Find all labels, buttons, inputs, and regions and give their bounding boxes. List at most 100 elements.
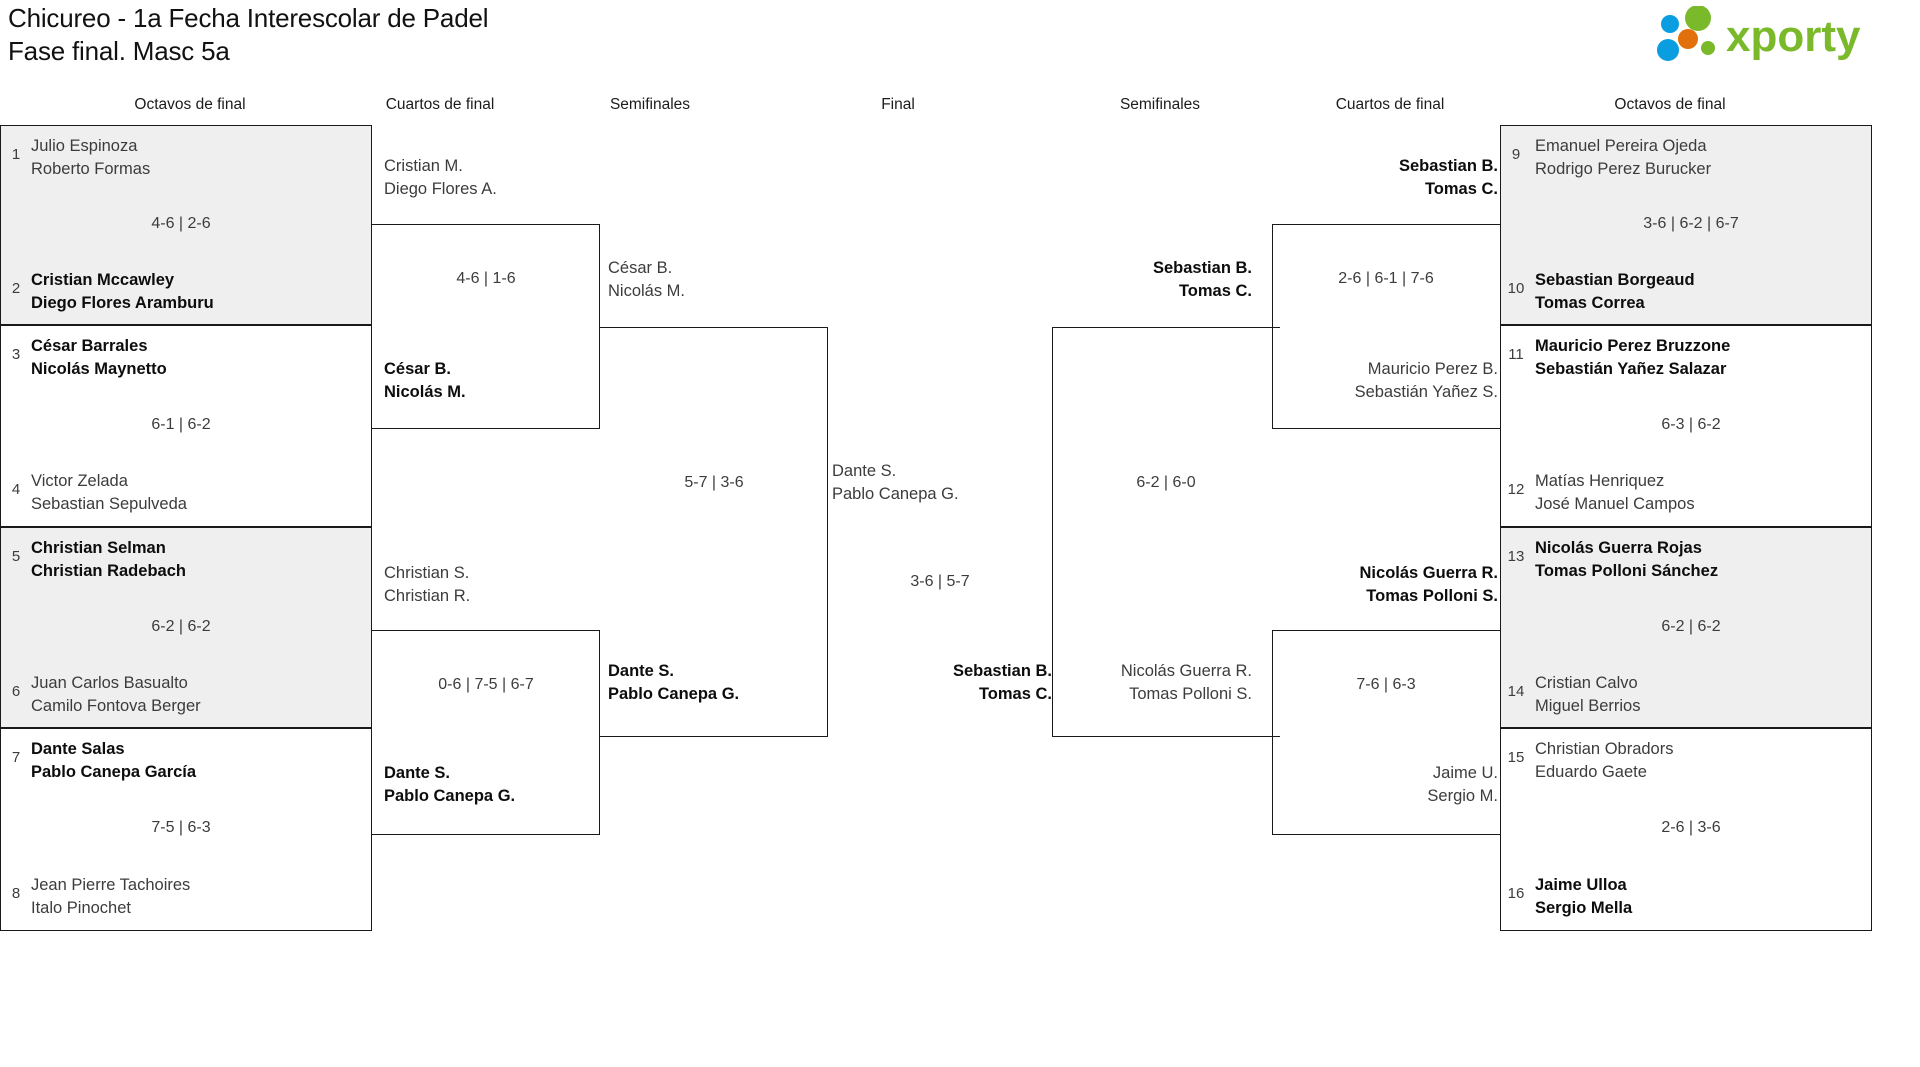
match-box-9[interactable]: 9 Emanuel Pereira Ojeda Rodrigo Perez Bu… — [1500, 125, 1872, 325]
seed-number: 6 — [11, 683, 21, 700]
team-player-2: Rodrigo Perez Burucker — [1535, 160, 1712, 178]
page-title: Chicureo - 1a Fecha Interescolar de Pade… — [8, 2, 488, 68]
team-player-2: Pablo Canepa García — [31, 763, 197, 781]
sf-left-score: 5-7 | 3-6 — [684, 474, 744, 491]
match-box-1[interactable]: 1 Julio Espinoza Roberto Formas 4-6 | 2-… — [0, 125, 372, 325]
qf-right-2-connector[interactable] — [1272, 630, 1500, 835]
match-score: 3-6 | 6-2 | 6-7 — [1643, 215, 1739, 232]
seed-number: 10 — [1507, 280, 1525, 297]
match-box-15[interactable]: 15 Christian Obradors Eduardo Gaete 2-6 … — [1500, 728, 1872, 931]
qf-right-1-team-b-player-2: Sebastián Yañez S. — [1354, 383, 1498, 401]
tournament-name: Chicureo - 1a Fecha Interescolar de Pade… — [8, 3, 489, 33]
sf-left-team-b-player-2: Pablo Canepa G. — [608, 685, 740, 703]
qf-left-1-team-a-player-1: Cristian M. — [384, 157, 463, 175]
team-player-2: Tomas Correa — [1535, 294, 1645, 312]
sf-left-team-a-player-1: César B. — [608, 259, 673, 277]
round-header-left-r16: Octavos de final — [134, 96, 246, 113]
match-score: 7-5 | 6-3 — [151, 819, 211, 836]
team-player-1: Jaime Ulloa — [1535, 876, 1627, 894]
team-player-2: Camilo Fontova Berger — [31, 697, 201, 715]
final-team-b-player-1: Sebastian B. — [952, 662, 1052, 680]
round-header-right-r16: Octavos de final — [1614, 96, 1726, 113]
match-box-4[interactable]: 7 Dante Salas Pablo Canepa García 7-5 | … — [0, 728, 372, 931]
qf-left-2-team-a-player-2: Christian R. — [384, 587, 471, 605]
seed-number: 11 — [1508, 346, 1524, 363]
team-player-1: Jean Pierre Tachoires — [31, 876, 191, 894]
sf-left-team-b-player-1: Dante S. — [608, 662, 675, 680]
team-player-1: Mauricio Perez Bruzzone — [1535, 337, 1731, 355]
final-team-a-player-1: Dante S. — [832, 462, 897, 480]
team-player-1: Christian Obradors — [1535, 740, 1674, 758]
svg-text:xporty: xporty — [1726, 12, 1861, 61]
qf-left-2-team-b-player-1: Dante S. — [384, 764, 451, 782]
xporty-logo[interactable]: xporty — [1652, 6, 1902, 64]
match-score: 4-6 | 2-6 — [151, 215, 211, 232]
seed-number: 8 — [11, 885, 21, 902]
team-player-1: Christian Selman — [31, 539, 166, 557]
seed-number: 12 — [1507, 481, 1525, 498]
qf-right-1-team-b-player-1: Mauricio Perez B. — [1367, 360, 1498, 378]
team-player-1: Juan Carlos Basualto — [31, 674, 188, 692]
match-box-3[interactable]: 5 Christian Selman Christian Radebach 6-… — [0, 527, 372, 728]
team-player-2: Italo Pinochet — [31, 899, 131, 917]
team-player-2: Eduardo Gaete — [1535, 763, 1647, 781]
seed-number: 16 — [1507, 885, 1525, 902]
match-box-13[interactable]: 13 Nicolás Guerra Rojas Tomas Polloni Sá… — [1500, 527, 1872, 728]
sf-left-connector[interactable] — [600, 327, 828, 737]
seed-number: 3 — [11, 346, 21, 363]
sf-right-team-b-player-1: Nicolás Guerra R. — [1120, 662, 1252, 680]
match-box-2[interactable]: 3 César Barrales Nicolás Maynetto 6-1 | … — [0, 325, 372, 527]
sf-right-team-b-player-2: Tomas Polloni S. — [1129, 685, 1252, 703]
round-header-left-sf: Semifinales — [609, 96, 691, 113]
qf-left-1-team-b-player-2: Nicolás M. — [384, 383, 466, 401]
qf-left-2-connector[interactable] — [372, 630, 600, 835]
seed-number: 5 — [11, 548, 21, 565]
seed-number: 7 — [11, 749, 21, 766]
qf-left-1-team-b-player-1: César B. — [384, 360, 451, 378]
qf-left-1-team-a-player-2: Diego Flores A. — [384, 180, 497, 198]
team-player-2: Roberto Formas — [31, 160, 151, 178]
sf-left-team-a-player-2: Nicolás M. — [608, 282, 686, 300]
qf-left-2-team-a-player-1: Christian S. — [384, 564, 470, 582]
tournament-phase: Fase final. Masc 5a — [8, 36, 230, 66]
match-box-11[interactable]: 11 Mauricio Perez Bruzzone Sebastián Yañ… — [1500, 325, 1872, 527]
team-player-1: Cristian Mccawley — [31, 271, 175, 289]
round-header-right-sf: Semifinales — [1119, 96, 1201, 113]
qf-right-2-team-a-player-1: Nicolás Guerra R. — [1359, 564, 1498, 582]
qf-right-1-team-a-player-2: Tomas C. — [1424, 180, 1498, 198]
final-team-b-player-2: Tomas C. — [978, 685, 1052, 703]
sf-right-score: 6-2 | 6-0 — [1136, 474, 1196, 491]
seed-number: 15 — [1507, 749, 1525, 766]
team-player-1: Julio Espinoza — [31, 137, 138, 155]
seed-number: 9 — [1511, 146, 1521, 163]
team-player-2: Tomas Polloni Sánchez — [1535, 562, 1719, 580]
qf-left-1-connector[interactable] — [372, 224, 600, 429]
final-team-a-player-2: Pablo Canepa G. — [832, 485, 959, 503]
seed-number: 4 — [11, 481, 21, 498]
round-header-left-qf: Cuartos de final — [385, 96, 495, 113]
final-score: 3-6 | 5-7 — [910, 573, 970, 590]
match-score: 6-3 | 6-2 — [1661, 416, 1721, 433]
match-score: 2-6 | 3-6 — [1661, 819, 1721, 836]
team-player-2: Miguel Berrios — [1535, 697, 1641, 715]
sf-right-team-a-player-1: Sebastian B. — [1152, 259, 1252, 277]
seed-number: 14 — [1507, 683, 1525, 700]
qf-right-2-team-b-player-2: Sergio M. — [1427, 787, 1498, 805]
team-player-1: Cristian Calvo — [1535, 674, 1638, 692]
team-player-1: Emanuel Pereira Ojeda — [1535, 137, 1707, 155]
qf-left-1-score: 4-6 | 1-6 — [456, 270, 516, 287]
team-player-2: Sergio Mella — [1535, 899, 1633, 917]
team-player-1: Sebastian Borgeaud — [1535, 271, 1695, 289]
team-player-1: Matías Henriquez — [1535, 472, 1665, 490]
match-score: 6-2 | 6-2 — [151, 618, 211, 635]
team-player-2: José Manuel Campos — [1535, 495, 1695, 513]
qf-right-1-score: 2-6 | 6-1 | 7-6 — [1338, 270, 1434, 287]
sf-right-connector[interactable] — [1052, 327, 1280, 737]
qf-left-2-team-b-player-2: Pablo Canepa G. — [384, 787, 516, 805]
team-player-2: Christian Radebach — [31, 562, 186, 580]
sf-right-team-a-player-2: Tomas C. — [1178, 282, 1252, 300]
match-score: 6-1 | 6-2 — [151, 416, 211, 433]
team-player-2: Sebastián Yañez Salazar — [1535, 360, 1727, 378]
qf-right-1-connector[interactable] — [1272, 224, 1500, 429]
